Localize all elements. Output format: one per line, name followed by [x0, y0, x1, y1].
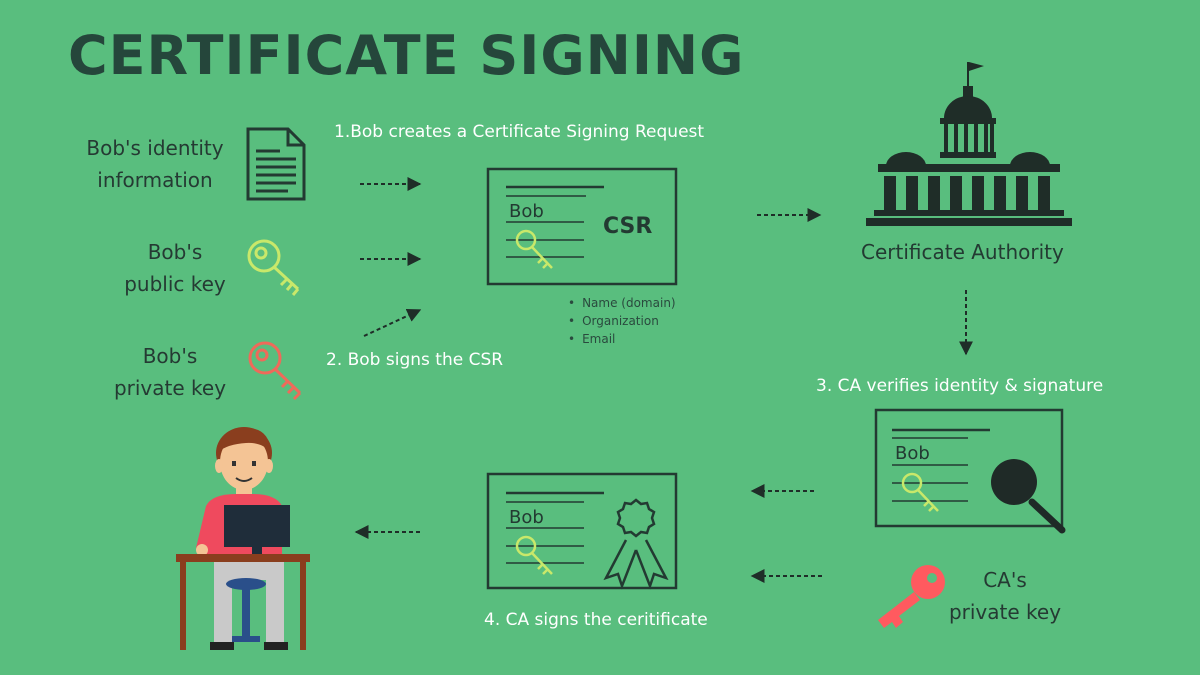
identity-info-label-line1: Bob's identity — [86, 136, 224, 160]
private-key-icon — [248, 341, 302, 401]
csr-field-list: Name (domain) Organization Email — [568, 294, 676, 348]
signed-card-key-icon — [515, 535, 553, 575]
step-3-label: 3. CA verifies identity & signature — [816, 376, 1104, 396]
input-arrows — [354, 177, 973, 583]
public-key-label-line2: public key — [124, 272, 226, 296]
csr-card-name: Bob — [509, 201, 544, 222]
page-title: CERTIFICATE SIGNING — [68, 24, 745, 87]
identity-info-label-line2: information — [97, 168, 213, 192]
magnifier-icon — [991, 459, 1066, 534]
ca-private-key-label-line1: CA's — [983, 568, 1027, 592]
signed-certificate-card — [486, 472, 678, 590]
csr-field-organization: Organization — [568, 312, 676, 330]
identity-info-label: Bob's identity information — [70, 132, 240, 196]
ca-private-key-label-line2: private key — [948, 600, 1062, 624]
ca-private-key-hole — [927, 573, 937, 583]
verify-card — [874, 408, 1066, 534]
csr-card-key-icon — [515, 229, 553, 269]
public-key-label: Bob's public key — [90, 236, 260, 300]
csr-field-email: Email — [568, 330, 676, 348]
step-1-label: 1.Bob creates a Certificate Signing Requ… — [334, 122, 705, 142]
csr-card-label: CSR — [603, 214, 653, 239]
ca-private-key-label: CA's private key — [925, 564, 1085, 628]
public-key-label-line1: Bob's — [147, 240, 203, 264]
seal-ribbon-icon — [603, 498, 669, 590]
verify-card-name: Bob — [895, 443, 930, 464]
private-key-label-line1: Bob's — [142, 344, 198, 368]
document-icon — [246, 127, 306, 201]
signed-card-name: Bob — [509, 507, 544, 528]
certificate-authority-label: Certificate Authority — [861, 240, 1064, 264]
step-2-label: 2. Bob signs the CSR — [326, 350, 504, 370]
csr-card — [486, 167, 678, 286]
step-4-label: 4. CA signs the ceritificate — [484, 610, 708, 630]
public-key-icon — [247, 239, 300, 296]
csr-field-name: Name (domain) — [568, 294, 676, 312]
ca-private-key-icon — [878, 565, 945, 628]
bob-person-illustration — [176, 427, 310, 650]
private-key-label: Bob's private key — [85, 340, 255, 404]
certificate-authority-building-icon — [866, 62, 1072, 226]
private-key-label-line2: private key — [113, 376, 227, 400]
verify-card-key-icon — [901, 472, 939, 512]
